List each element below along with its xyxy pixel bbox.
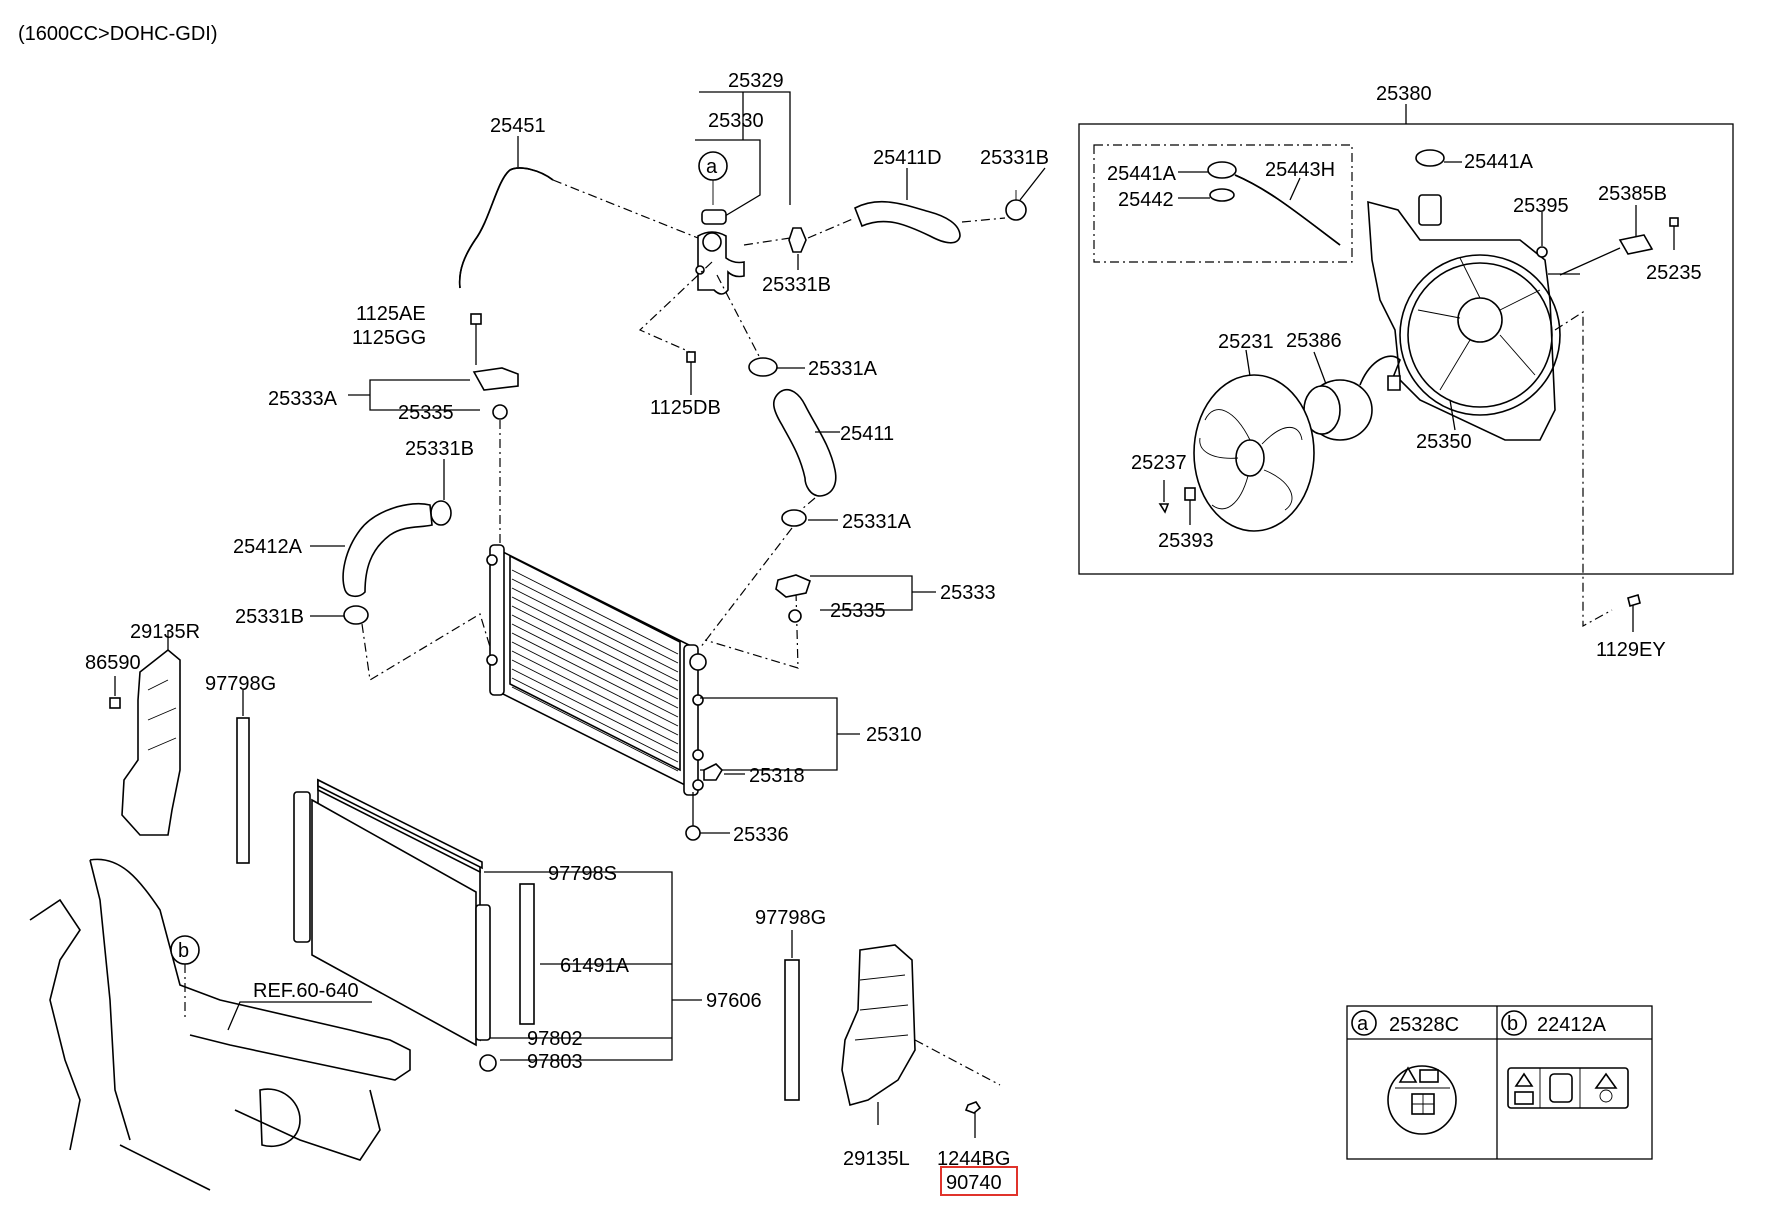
engine-spec-title: (1600CC>DOHC-GDI) (18, 23, 217, 45)
front-end-carrier: b (29, 858, 411, 1191)
radiator-fin-line (511, 614, 679, 700)
part-25443H[interactable]: 25443H (1265, 159, 1335, 181)
radiator-fin-line (511, 677, 679, 763)
part-25412A[interactable]: 25412A (233, 536, 303, 558)
radiator-fin-line (511, 650, 679, 736)
part-25411[interactable]: 25411 (840, 423, 894, 445)
part-1244BG[interactable]: 1244BG (937, 1148, 1010, 1170)
fan-shroud-25350 (1367, 149, 1580, 441)
seal-97798G-left (236, 690, 250, 864)
part-25395[interactable]: 25395 (1513, 195, 1569, 217)
bracket-25333 (775, 574, 936, 623)
radiator-fin-line (511, 641, 679, 727)
clamp-25331A-top (716, 274, 805, 377)
legend-a-part[interactable]: 25328C (1389, 1014, 1459, 1036)
part-25333[interactable]: 25333 (940, 582, 996, 604)
seal-97798G-right (784, 930, 800, 1101)
clamp-25331A-mid (699, 509, 838, 649)
part-25335-right[interactable]: 25335 (830, 600, 886, 622)
upper-hose-25411D (743, 167, 1046, 270)
radiator-fin-line (511, 686, 679, 772)
highlight-90740-box (940, 1166, 1018, 1196)
part-25335-left[interactable]: 25335 (398, 402, 454, 424)
part-25411D[interactable]: 25411D (873, 147, 942, 169)
fan-motor-25386 (1303, 351, 1401, 441)
part-25386[interactable]: 25386 (1286, 330, 1342, 352)
part-25350[interactable]: 25350 (1416, 431, 1472, 453)
radiator-fin-line (511, 605, 679, 691)
part-97798G-right[interactable]: 97798G (755, 907, 826, 929)
part-25331B-top[interactable]: 25331B (980, 147, 1049, 169)
part-25318[interactable]: 25318 (749, 765, 805, 787)
part-1125DB[interactable]: 1125DB (650, 397, 721, 419)
part-97802[interactable]: 97802 (527, 1028, 583, 1050)
caution-label-round-icon (1387, 1065, 1457, 1135)
part-1125GG[interactable]: 1125GG (352, 327, 426, 349)
part-90740[interactable]: 90740 (946, 1172, 1002, 1194)
radiator-fin-line (511, 569, 679, 655)
radiator-fin-line (511, 659, 679, 745)
part-25310[interactable]: 25310 (866, 724, 922, 746)
part-29135R[interactable]: 29135R (130, 621, 200, 643)
part-1129EY[interactable]: 1129EY (1596, 639, 1666, 661)
part-25329[interactable]: 25329 (728, 70, 784, 92)
part-97798S[interactable]: 97798S (548, 863, 617, 885)
part-25231[interactable]: 25231 (1218, 331, 1274, 353)
legend-b-letter: b (1507, 1013, 1518, 1035)
warning-label-rect-icon (1507, 1067, 1629, 1109)
part-25336[interactable]: 25336 (733, 824, 789, 846)
part-86590[interactable]: 86590 (85, 652, 141, 674)
fan-blade-25231 (1193, 349, 1315, 532)
air-guard-29135L (841, 944, 1001, 1138)
part-25237[interactable]: 25237 (1131, 452, 1187, 474)
part-97798G-left[interactable]: 97798G (205, 673, 276, 695)
radiator-fin-line (511, 632, 679, 718)
radiator-fin-line (511, 578, 679, 664)
bracket-25333A (348, 313, 519, 548)
radiator-fin-line (511, 587, 679, 673)
callout-a-letter: a (706, 156, 718, 178)
bolt-1125DB (638, 261, 713, 395)
reservoir-cap-subbox (1093, 144, 1353, 263)
radiator-fin-line (511, 623, 679, 709)
condenser-97606 (293, 778, 702, 1072)
callout-b-letter: b (178, 940, 189, 962)
part-97606[interactable]: 97606 (706, 990, 762, 1012)
part-25331B-left[interactable]: 25331B (405, 438, 474, 460)
part-25393[interactable]: 25393 (1158, 530, 1214, 552)
legend-table: a 25328C b 22412A (1346, 1005, 1653, 1160)
part-25441A-left[interactable]: 25441A (1107, 163, 1177, 185)
legend-a-letter: a (1357, 1013, 1369, 1035)
lower-hose-25411 (773, 388, 840, 516)
part-25331B-mid[interactable]: 25331B (762, 274, 831, 296)
part-25235[interactable]: 25235 (1646, 262, 1702, 284)
part-25451[interactable]: 25451 (490, 115, 546, 137)
part-29135L[interactable]: 29135L (843, 1148, 910, 1170)
part-1125AE[interactable]: 1125AE (356, 303, 426, 325)
part-25331A-top[interactable]: 25331A (808, 358, 878, 380)
part-25331A-mid[interactable]: 25331A (842, 511, 912, 533)
part-25330[interactable]: 25330 (708, 110, 764, 132)
part-25385B[interactable]: 25385B (1598, 183, 1667, 205)
part-25442[interactable]: 25442 (1118, 189, 1174, 211)
radiator-fin-line (511, 596, 679, 682)
part-25333A[interactable]: 25333A (268, 388, 338, 410)
radiator-25310 (486, 544, 860, 841)
part-25441A-right[interactable]: 25441A (1464, 151, 1534, 173)
left-hose-25412A (310, 459, 495, 681)
filler-neck-group: a (695, 91, 791, 295)
air-guard-29135R (109, 630, 181, 836)
legend-b-part[interactable]: 22412A (1537, 1014, 1607, 1036)
reference-60-640[interactable]: REF.60-640 (253, 980, 359, 1002)
part-61491A[interactable]: 61491A (560, 955, 630, 977)
overflow-hose-25451 (458, 136, 699, 289)
part-97803[interactable]: 97803 (527, 1051, 583, 1073)
part-25380[interactable]: 25380 (1376, 83, 1432, 105)
radiator-fin-line (511, 668, 679, 754)
part-25331B-low[interactable]: 25331B (235, 606, 304, 628)
